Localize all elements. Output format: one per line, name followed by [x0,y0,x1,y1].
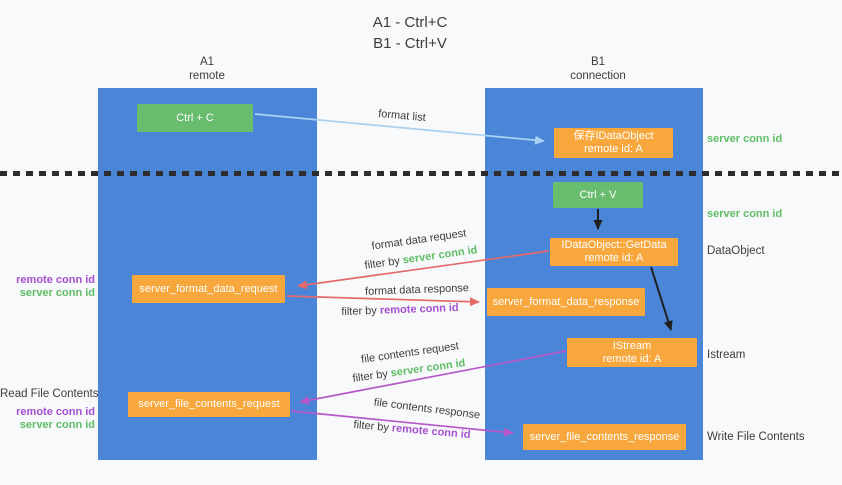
node-getdata-line2: remote id: A [584,252,644,264]
node-ctrl-c-label: Ctrl + C [176,111,214,124]
lane-b1-role: connection [570,70,626,82]
node-file-request-label: server_file_contents_request [138,398,280,410]
arrow-getdata-to-istream [650,266,673,331]
node-server-file-contents-request: server_file_contents_request [128,392,290,417]
lane-a1-role: remote [189,70,225,82]
remote-conn-id-term: remote conn id [16,406,95,418]
side-label-conn-ids-format: remote conn id server conn id [0,274,95,300]
session-divider-dotted-line [0,171,842,176]
arrow-format-list [254,113,545,145]
arrow-format-data-request [297,250,550,290]
remote-conn-id-term: remote conn id [16,274,95,286]
side-label-istream: Istream [707,349,746,361]
side-label-read-file-contents: Read File Contents [0,388,99,400]
node-server-format-data-response: server_format_data_response [487,288,645,316]
node-idataobject-getdata: IDataObject::GetData remote id: A [550,238,678,266]
server-conn-id-term: server conn id [19,419,95,431]
side-label-conn-ids-file: remote conn id server conn id [0,406,95,432]
node-file-response-label: server_file_contents_response [529,430,680,443]
side-label-server-conn-id-top: server conn id [707,133,783,145]
node-ctrl-c: Ctrl + C [137,104,253,132]
node-save-idataobject: 保存IDataObject remote id: A [554,128,673,158]
lane-a1-name: A1 [199,56,215,68]
title-line-1: A1 - Ctrl+C [372,14,448,31]
node-server-file-contents-response: server_file_contents_response [523,424,686,450]
node-save-idataobject-line2: remote id: A [584,143,643,155]
side-label-write-file-contents: Write File Contents [707,431,805,443]
node-istream-line1: IStream [612,339,652,352]
lane-header-a1: A1 remote [137,55,277,83]
node-format-request-label: server_format_data_request [139,282,278,295]
side-label-server-conn-id-mid: server conn id [707,208,783,220]
arrow-file-contents-response [290,410,514,437]
filter-by-text: filter by [341,304,381,319]
node-ctrl-v: Ctrl + V [553,182,643,208]
node-save-idataobject-line1: 保存IDataObject [573,130,654,142]
node-format-response-label: server_format_data_response [492,295,640,308]
diagram-title: A1 - Ctrl+C B1 - Ctrl+V [290,12,530,54]
node-getdata-line1: IDataObject::GetData [561,239,667,251]
server-conn-id-term: server conn id [19,287,95,299]
title-line-2: B1 - Ctrl+V [373,35,447,52]
side-label-dataobject: DataObject [707,245,765,257]
lane-header-b1: B1 connection [528,55,668,83]
lane-b1-name: B1 [590,56,606,68]
node-istream: IStream remote id: A [567,338,697,367]
node-istream-line2: remote id: A [602,352,662,365]
arrow-format-data-response [286,295,480,307]
node-server-format-data-request: server_format_data_request [132,275,285,303]
node-ctrl-v-label: Ctrl + V [579,188,617,201]
arrow-file-contents-request [299,350,567,405]
